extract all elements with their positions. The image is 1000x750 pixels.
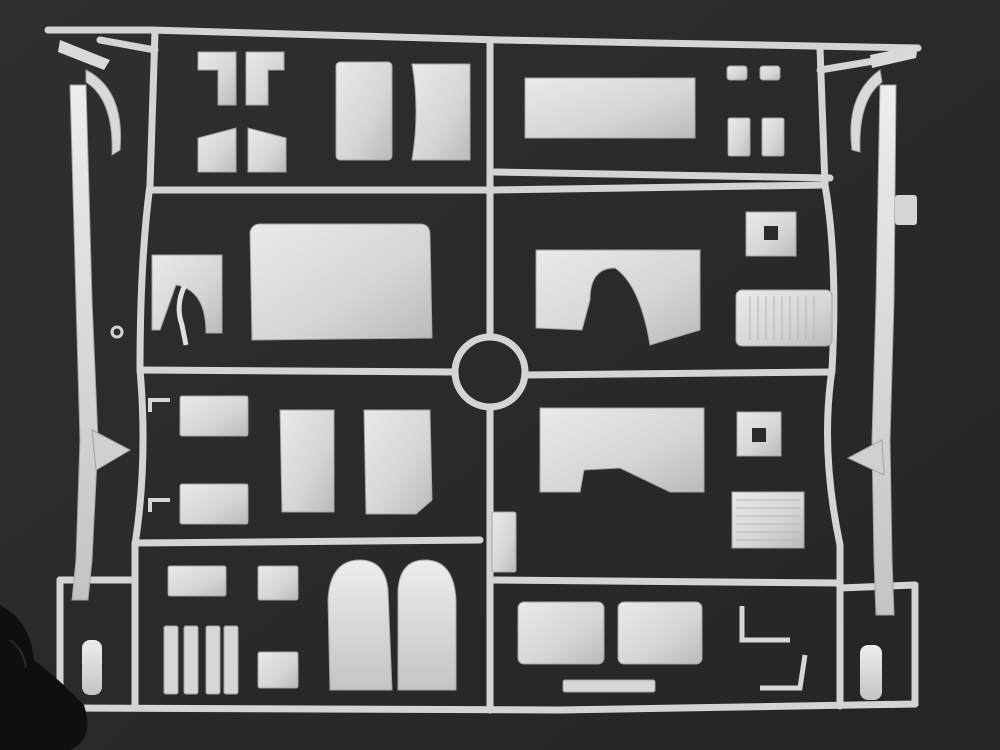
side-bracket-left xyxy=(151,254,223,346)
cab-roof-panel xyxy=(249,223,433,341)
tool-boxes-left xyxy=(179,395,249,525)
leaf-spring-parts xyxy=(163,625,239,695)
side-panels-center xyxy=(279,409,433,515)
roof-panel-top-right xyxy=(524,77,696,139)
radiator-core xyxy=(731,491,805,549)
hook-arms-left xyxy=(148,398,170,512)
firewall-panel xyxy=(535,249,701,346)
small-blocks-bottom-left xyxy=(167,565,299,689)
door-panels-top xyxy=(335,61,471,161)
bottom-bar-part xyxy=(562,679,656,693)
wheel-fenders xyxy=(327,559,457,691)
fuel-tanks xyxy=(517,601,703,665)
left-chassis-rail xyxy=(58,40,132,695)
steps-bottom-right xyxy=(739,606,808,691)
narrow-plate xyxy=(491,511,517,573)
right-chassis-rail xyxy=(846,45,918,700)
sprue-frame xyxy=(44,26,922,714)
small-brackets-top-left xyxy=(197,51,287,173)
radiator-grille-top xyxy=(735,289,833,347)
square-frame-pieces xyxy=(736,211,797,457)
black-glove xyxy=(0,605,88,750)
ring-tab xyxy=(110,325,124,339)
small-brackets-top-right xyxy=(726,65,785,157)
dashboard-panel xyxy=(539,407,705,493)
